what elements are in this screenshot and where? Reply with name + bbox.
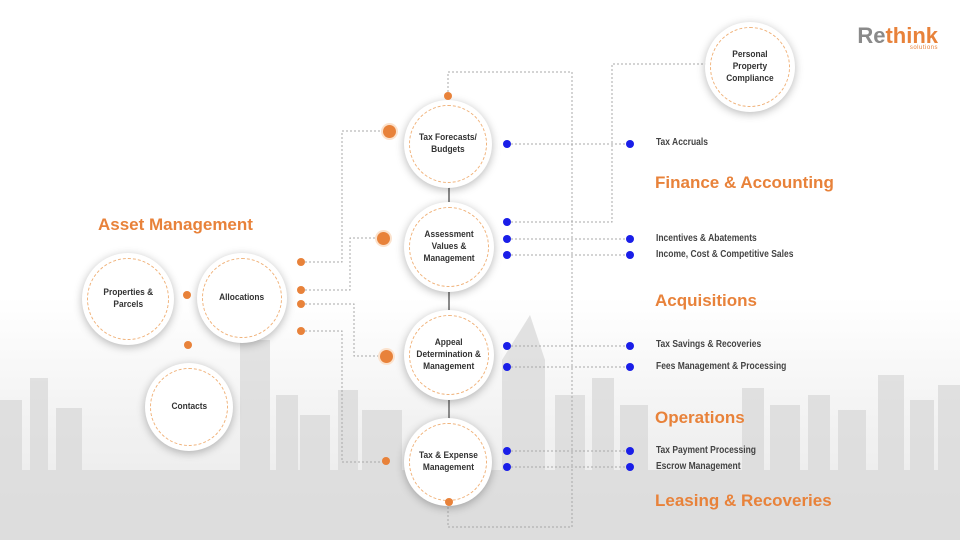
item-tax-payment-processing: Tax Payment Processing	[656, 445, 757, 456]
item-escrow-management: Escrow Management	[656, 461, 741, 472]
heading-acquisitions: Acquisitions	[655, 291, 758, 310]
dot-tax-expense-out-1	[503, 447, 511, 455]
dot-allocations-out-2	[297, 286, 305, 294]
node-tax-forecasts-label: Tax Forecasts/ Budgets	[419, 132, 477, 155]
dot-allocations-out-1	[297, 258, 305, 266]
dot-tax-forecasts-in	[382, 124, 396, 138]
heading-leasing-recoveries: Leasing & Recoveries	[655, 491, 832, 510]
dot-appeal-out-1	[503, 342, 511, 350]
dot-bottom-frame	[445, 498, 453, 506]
dot-forecasts-out	[503, 140, 511, 148]
dot-allocations-out-3	[297, 300, 305, 308]
dot-assessment-out-3	[503, 251, 511, 259]
dot-fees	[626, 363, 634, 371]
rethink-logo: Rethink solutions	[857, 23, 938, 52]
item-incentives-abatements: Incentives & Abatements	[656, 233, 757, 244]
node-properties-parcels-label: Properties & Parcels	[103, 287, 153, 310]
dot-tax-expense-out-2	[503, 463, 511, 471]
item-fees-management: Fees Management & Processing	[656, 361, 787, 372]
node-assessment-values: Assessment Values & Management	[404, 202, 494, 292]
dot-escrow	[626, 463, 634, 471]
dot-tax-expense-in	[382, 457, 390, 465]
node-properties-parcels: Properties & Parcels	[82, 253, 174, 345]
item-tax-savings-recoveries: Tax Savings & Recoveries	[656, 339, 762, 350]
node-personal-property-label: Personal Property Compliance	[726, 49, 774, 84]
node-contacts: Contacts	[145, 363, 233, 451]
logo-text-re: Re	[857, 23, 886, 48]
dot-assessment-out-1	[503, 218, 511, 226]
dot-income-cost	[626, 251, 634, 259]
heading-operations: Operations	[655, 408, 745, 427]
dot-tax-savings	[626, 342, 634, 350]
item-tax-accruals: Tax Accruals	[656, 137, 708, 148]
logo-subtitle: solutions	[909, 45, 938, 51]
node-appeal-determination: Appeal Determination & Management	[404, 310, 494, 400]
node-personal-property-compliance: Personal Property Compliance	[705, 22, 795, 112]
node-contacts-label: Contacts	[171, 401, 207, 413]
dot-tax-accruals	[626, 140, 634, 148]
dot-assessment-in	[376, 231, 390, 245]
logo-text-think: think	[885, 23, 938, 48]
item-income-cost-sales: Income, Cost & Competitive Sales	[656, 249, 794, 260]
heading-asset-management: Asset Management	[98, 215, 253, 234]
heading-finance-accounting: Finance & Accounting	[655, 173, 834, 192]
node-allocations-label: Allocations	[219, 292, 265, 304]
dot-incentives	[626, 235, 634, 243]
dot-assessment-out-2	[503, 235, 511, 243]
dot-tax-payment	[626, 447, 634, 455]
dot-top-frame	[444, 92, 452, 100]
node-allocations: Allocations	[197, 253, 287, 343]
dot-properties-allocations	[183, 291, 191, 299]
dot-appeal-out-2	[503, 363, 511, 371]
node-appeal-label: Appeal Determination & Management	[416, 337, 482, 372]
dot-appeal-in	[379, 349, 393, 363]
node-assessment-label: Assessment Values & Management	[423, 229, 475, 264]
node-tax-forecasts-budgets: Tax Forecasts/ Budgets	[404, 100, 492, 188]
dot-allocations-out-4	[297, 327, 305, 335]
node-tax-expense-management: Tax & Expense Management	[404, 418, 492, 506]
node-tax-expense-label: Tax & Expense Management	[418, 450, 478, 473]
dot-contacts-link	[184, 341, 192, 349]
